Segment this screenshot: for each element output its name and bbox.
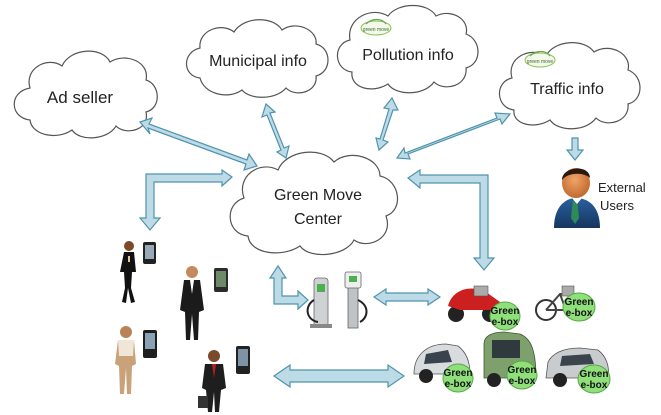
traffic-info-cloud: Traffic info (498, 42, 641, 130)
arrow-charger-scooter (372, 287, 442, 307)
phone-icon (143, 330, 157, 358)
person-businessman-icon (180, 266, 204, 340)
phone-icon (214, 268, 228, 292)
arrows (138, 96, 585, 389)
green-ebox-badge: Green e-box (506, 360, 538, 390)
arrow-center-charger (268, 264, 309, 311)
traffic-logo: green move (524, 50, 556, 68)
svg-text:Green: Green (580, 369, 609, 380)
arrow-center-vehicles (406, 168, 496, 271)
arrow-ad-seller-center (138, 116, 258, 171)
svg-text:Green: Green (491, 306, 520, 317)
svg-text:Green: Green (565, 297, 594, 308)
arrow-users-cars (272, 363, 406, 389)
traffic-logo-text: green move (527, 59, 554, 65)
svg-text:e-box: e-box (492, 317, 519, 328)
green-ebox-badge: Green e-box (442, 363, 474, 393)
arrow-pollution-center (375, 96, 399, 152)
center-label-line1: Green Move (274, 187, 362, 204)
external-users-line1: External (598, 180, 646, 195)
arrow-traffic-center (395, 112, 512, 160)
external-users-line2: Users (600, 198, 634, 213)
phone-icon (236, 346, 250, 374)
charging-station-icon (344, 271, 368, 329)
municipal-info-label: Municipal info (209, 53, 307, 70)
svg-text:e-box: e-box (581, 380, 608, 391)
pollution-info-label: Pollution info (362, 47, 454, 64)
svg-text:e-box: e-box (509, 376, 536, 387)
arrow-center-phones (138, 168, 233, 231)
green-move-center-cloud: Green Move Center (229, 151, 399, 256)
arrow-traffic-users (565, 137, 585, 161)
pollution-info-cloud: Pollution info (336, 4, 479, 94)
green-ebox-badge: Green e-box (489, 301, 521, 331)
phone-icon (143, 242, 156, 264)
svg-text:Green: Green (444, 368, 473, 379)
svg-text:e-box: e-box (445, 379, 472, 390)
pollution-logo-text: green move (363, 27, 390, 33)
traffic-info-label: Traffic info (530, 81, 604, 98)
external-user-icon (554, 168, 600, 228)
ad-seller-label: Ad seller (47, 88, 113, 107)
green-ebox-badge: Green e-box (577, 364, 611, 394)
green-ebox-badge: Green e-box (562, 292, 596, 322)
person-briefcase-icon (198, 350, 226, 412)
person-woman-icon (120, 241, 136, 303)
municipal-info-cloud: Municipal info (185, 19, 329, 98)
pollution-logo: green move (360, 18, 392, 36)
charging-station-icon (306, 277, 332, 328)
ad-seller-cloud: Ad seller (13, 50, 158, 139)
person-casual-icon (115, 326, 136, 394)
svg-text:e-box: e-box (566, 308, 593, 319)
arrow-municipal-center (261, 102, 290, 159)
center-label-line2: Center (294, 211, 343, 228)
svg-text:Green: Green (508, 365, 537, 376)
